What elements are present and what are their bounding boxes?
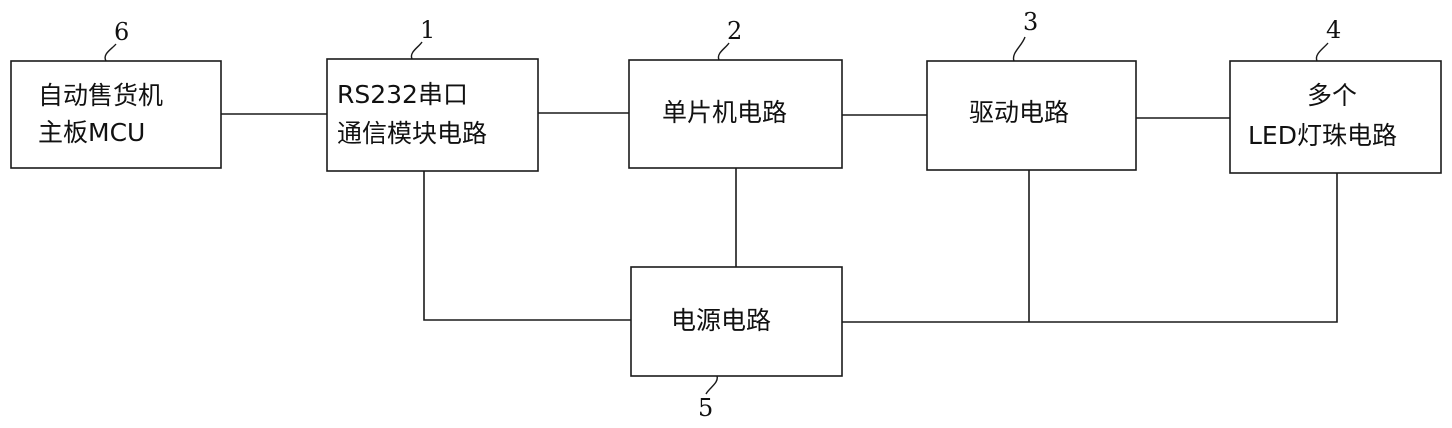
block-vending-mcu: 自动售货机 主板MCU 6 xyxy=(11,18,221,168)
block-led-circuit-line-2: LED灯珠电路 xyxy=(1248,121,1397,150)
leader-6 xyxy=(105,44,116,61)
block-mcu-circuit-line-1: 单片机电路 xyxy=(662,98,787,127)
ref-number-5: 5 xyxy=(698,394,713,422)
block-power-circuit-line-1: 电源电路 xyxy=(671,306,771,335)
ref-number-1: 1 xyxy=(420,16,435,44)
leader-5 xyxy=(706,376,717,394)
ref-number-4: 4 xyxy=(1326,16,1341,44)
block-led-circuit-line-1: 多个 xyxy=(1307,81,1357,110)
leader-2 xyxy=(718,43,729,60)
wire-rs232-to-power xyxy=(424,171,631,320)
block-rs232-module-line-2: 通信模块电路 xyxy=(337,119,487,148)
block-vending-mcu-line-2: 主板MCU xyxy=(38,118,145,147)
block-rs232-module-frame xyxy=(327,59,538,171)
wire-power-to-driver-and-led xyxy=(842,173,1337,322)
block-rs232-module: RS232串口 通信模块电路 1 xyxy=(327,16,538,171)
block-vending-mcu-frame xyxy=(11,61,221,168)
leader-4 xyxy=(1316,43,1328,61)
block-led-circuit: 多个 LED灯珠电路 4 xyxy=(1230,16,1441,173)
block-driver-circuit: 驱动电路 3 xyxy=(927,8,1136,170)
block-vending-mcu-line-1: 自动售货机 xyxy=(38,81,163,110)
block-driver-circuit-line-1: 驱动电路 xyxy=(969,98,1069,127)
block-power-circuit: 电源电路 5 xyxy=(631,267,842,422)
ref-number-6: 6 xyxy=(114,18,129,46)
leader-3 xyxy=(1013,37,1025,61)
block-led-circuit-frame xyxy=(1230,61,1441,173)
ref-number-3: 3 xyxy=(1023,8,1038,36)
block-rs232-module-line-1: RS232串口 xyxy=(337,80,468,109)
block-mcu-circuit: 单片机电路 2 xyxy=(629,17,842,168)
ref-number-2: 2 xyxy=(727,17,742,45)
leader-1 xyxy=(411,42,422,59)
